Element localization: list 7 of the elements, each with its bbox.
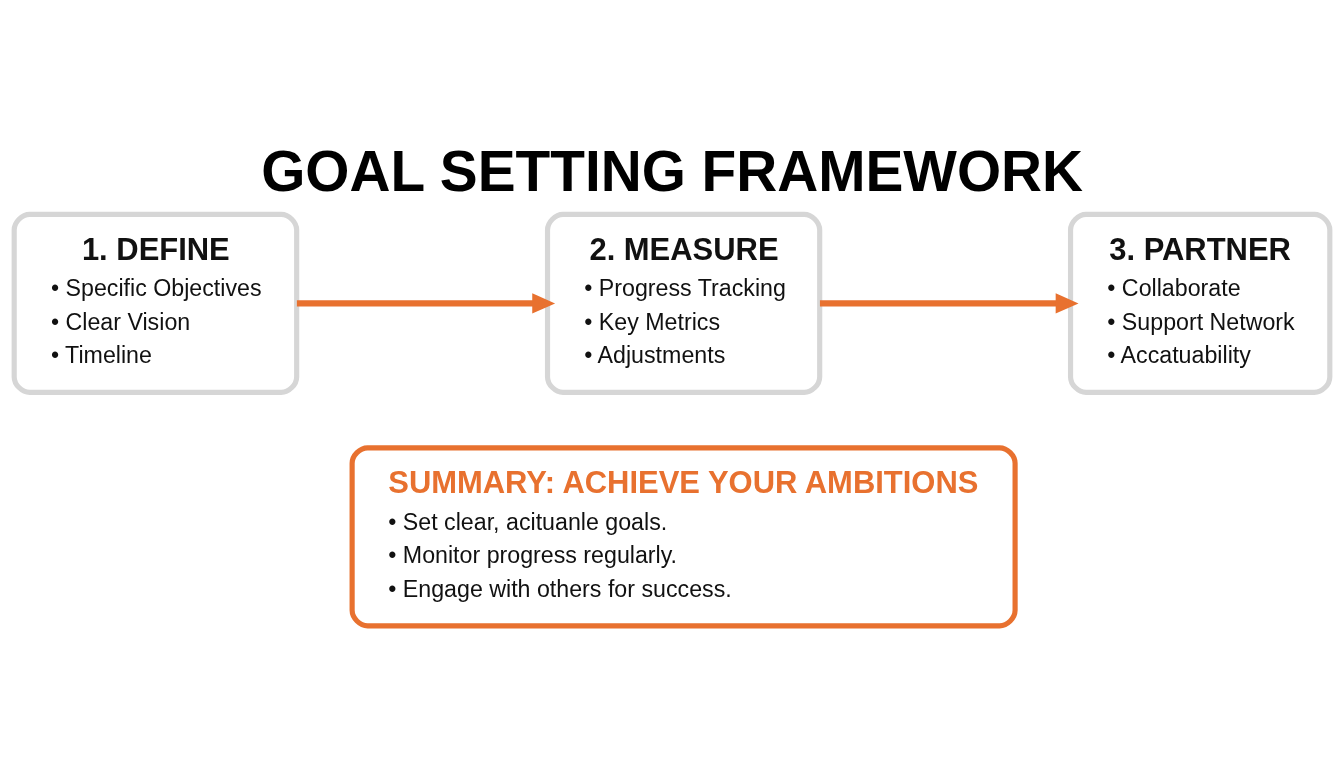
node-box: 3. PARTNER • Collaborate • Support Network • Accatuability (1067, 211, 1333, 395)
node-box: 2. MEASURE • Progress Tracking • Key Metrics • Adjustments (544, 211, 823, 395)
node-box: 1. DEFINE • Specific Objectives • Clear Vision • Timeline (11, 211, 300, 395)
diagram-title: GOAL SETTING FRAMEWORK (261, 140, 1083, 204)
arrow (819, 293, 1079, 314)
arrow (296, 293, 556, 314)
node-box: SUMMARY: ACHIEVE YOUR AMBITIONS • Set clear, acituanle goals. • Monitor progress regularly. • Engage with others for success. (349, 445, 1018, 629)
